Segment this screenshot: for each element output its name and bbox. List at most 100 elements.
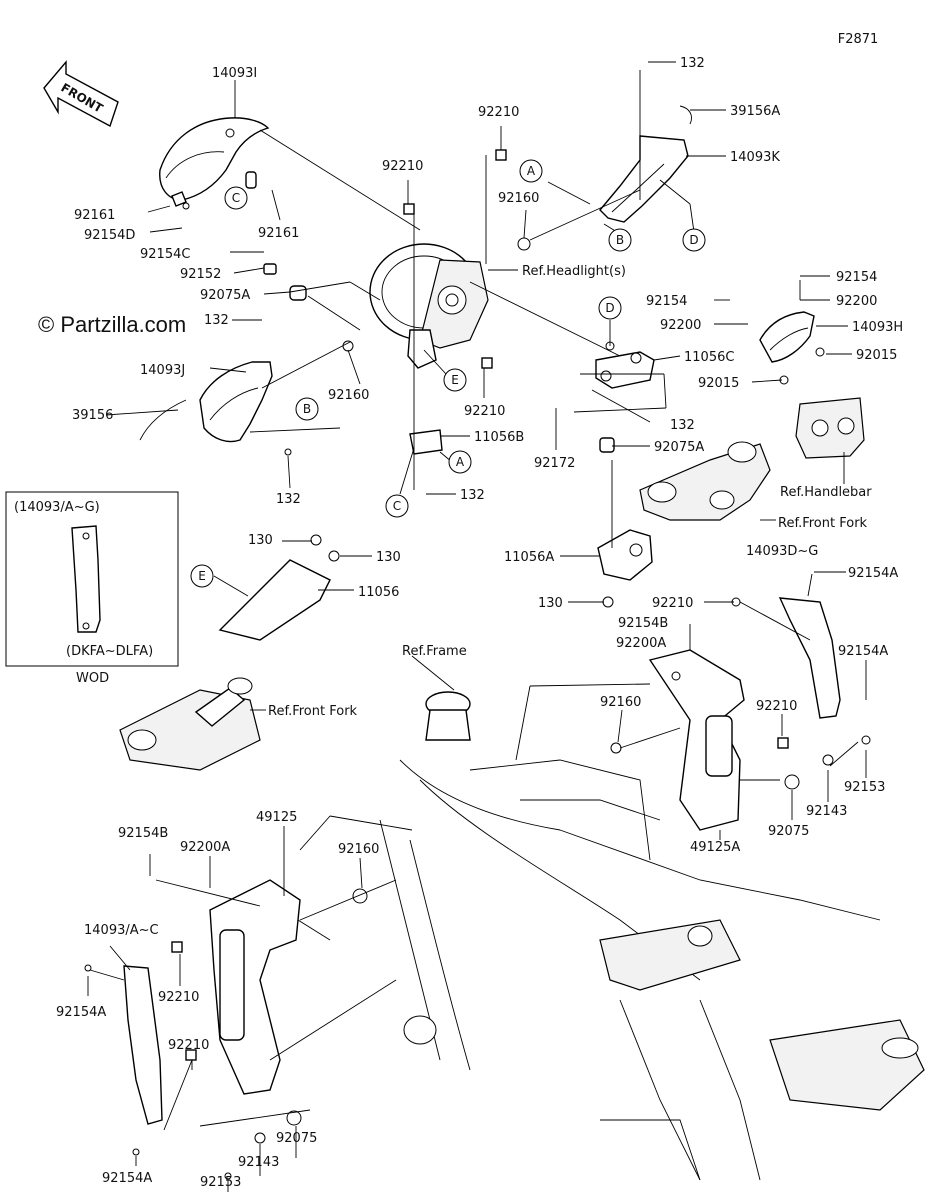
clip-39156 [139,399,187,441]
part-label: 92152 [180,267,221,282]
triple-clamp-upper [639,441,771,521]
part-label: 92154B [618,616,668,631]
part-label: 14093D~G [746,544,818,559]
cover-14093i [159,117,270,201]
panel-49125a [648,649,745,831]
ref-circle-b-1: B [295,397,319,421]
part-label: 49125 [256,810,297,825]
bracket-11056 [218,559,331,641]
part-label: 132 [204,313,229,328]
part-label: 92154 [646,294,687,309]
part-label: 11056 [358,585,399,600]
part-label: 92160 [338,842,379,857]
front-arrow-icon: FRONT [43,60,119,128]
part-label: 92154D [84,228,135,243]
part-label: Ref.Handlebar [780,485,872,500]
clip-39156a [679,105,692,125]
part-label: Ref.Front Fork [268,704,358,719]
part-label: 92210 [756,699,797,714]
part-label: 92172 [534,456,575,471]
part-label: 92154B [118,826,168,841]
part-label: 92210 [652,596,693,611]
part-label: 92210 [158,990,199,1005]
part-label: 49125A [690,840,740,855]
cover-14093j [199,361,273,443]
part-label: 92210 [464,404,505,419]
ref-circle-d-2: D [598,296,622,320]
part-label: 92160 [328,388,369,403]
svg-text:A: A [456,455,465,469]
part-label: 14093K [730,150,780,165]
cover-14093a-c [123,965,163,1125]
svg-text:B: B [303,402,311,416]
motorcycle-frame [379,691,925,1181]
grommet-92161 [171,191,187,207]
part-label: 92200 [660,318,701,333]
svg-text:E: E [451,373,459,387]
part-label: 39156 [72,408,113,423]
part-label: 92161 [258,226,299,241]
watermark: © Partzilla.com [38,312,186,337]
part-label: 11056C [684,350,734,365]
part-label: 14093H [852,320,903,335]
leader-lines [87,61,867,1192]
damper-92161 [245,171,257,189]
part-label: 132 [680,56,705,71]
bracket-11056c [595,351,655,389]
part-label: 39156A [730,104,780,119]
svg-text:E: E [198,569,206,583]
svg-text:C: C [393,499,401,513]
part-label: 132 [276,492,301,507]
part-label: 92210 [168,1038,209,1053]
part-label: 130 [538,596,563,611]
svg-text:D: D [605,301,614,315]
damper-92075a [599,437,615,453]
ref-circle-c-2: C [385,494,409,518]
part-label: 92075 [768,824,809,839]
headlight-housing [369,243,489,369]
part-label: 92143 [806,804,847,819]
part-label: 92200A [180,840,230,855]
part-label: 92154A [56,1005,106,1020]
inset-models: (DKFA~DLFA) [66,644,153,659]
hardware-dots [84,149,871,1180]
part-label: 92153 [844,780,885,795]
part-label: 92143 [238,1155,279,1170]
inset-title: (14093/A~G) [14,500,100,515]
part-label: 130 [376,550,401,565]
ref-circle-a-1: A [519,159,543,183]
part-label: 92154A [102,1171,152,1186]
part-label: 92075A [200,288,250,303]
part-label: 132 [670,418,695,433]
part-label: 92075 [276,1131,317,1146]
ref-circle-b-2: B [608,228,632,252]
part-label: Ref.Headlight(s) [522,264,626,279]
part-label: 92200 [836,294,877,309]
panel-49125 [209,879,331,1095]
svg-text:B: B [616,233,624,247]
part-label: 92160 [498,191,539,206]
part-label: 14093I [212,66,257,81]
part-label: 11056B [474,430,524,445]
part-label: 92015 [856,348,897,363]
cover-14093k [599,135,689,223]
figure-id: F2871 [838,32,879,47]
inset-caption: WOD [76,671,109,686]
part-label: 11056A [504,550,554,565]
part-label: 14093/A~C [84,923,159,938]
ref-circle-d-1: D [682,228,706,252]
ref-circle-e-2: E [190,564,214,588]
svg-text:C: C [232,191,240,205]
part-label: 92153 [200,1175,241,1190]
part-label: 92015 [698,376,739,391]
part-label: 92154 [836,270,877,285]
part-label: 92161 [74,208,115,223]
part-label: 92210 [478,105,519,120]
handlebar-clamp [795,397,865,459]
svg-text:A: A [527,164,536,178]
part-label: 130 [248,533,273,548]
cover-14093h [759,311,815,363]
part-label: 92210 [382,159,423,174]
part-label: 92154C [140,247,190,262]
